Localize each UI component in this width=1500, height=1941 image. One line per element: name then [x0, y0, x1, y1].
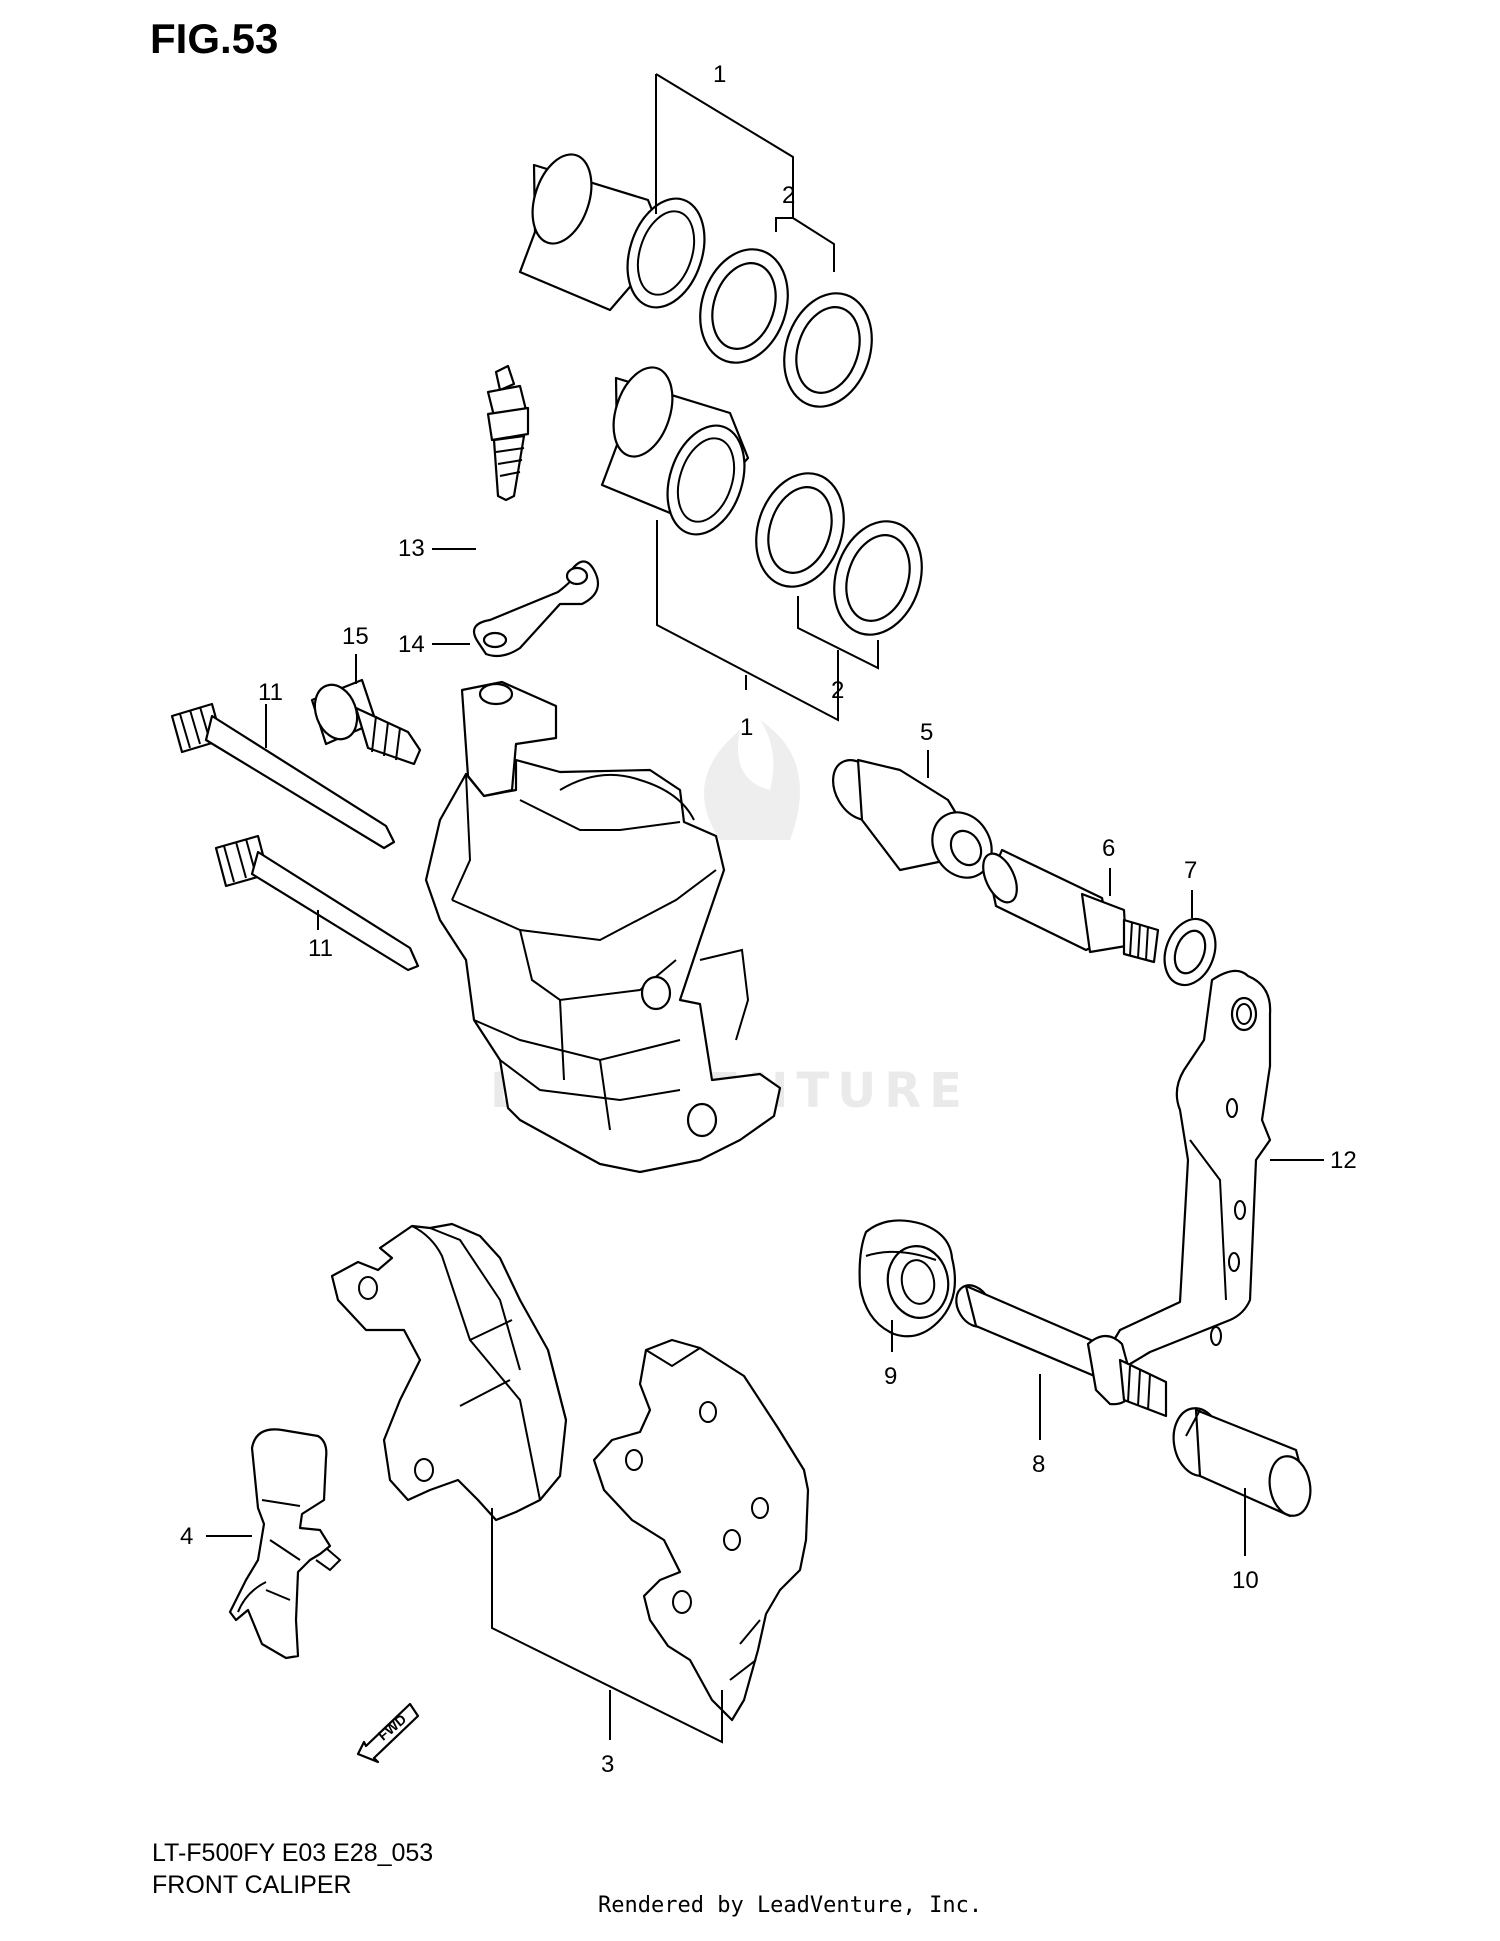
- bleeder-valve: [486, 364, 530, 502]
- caliper-bolt-15: [310, 678, 422, 766]
- callout-2-upper: 2: [782, 182, 795, 209]
- caliper-piston-upper: [518, 153, 706, 312]
- sleeve-5: [832, 758, 993, 879]
- piston-seal-upper-2: [783, 292, 873, 408]
- leader-3: [491, 1508, 723, 1744]
- model-code: LT-F500FY E03 E28_053: [152, 1839, 433, 1867]
- caliper-piston-lower: [600, 366, 750, 536]
- callout-14: 14: [398, 631, 425, 658]
- piston-seal-lower-1: [755, 472, 845, 588]
- callout-1-lower: 1: [740, 714, 753, 741]
- callout-3: 3: [601, 1751, 614, 1778]
- brake-pad-right: [592, 1338, 810, 1722]
- slide-pin-lower: [214, 834, 420, 972]
- callout-7: 7: [1184, 857, 1197, 884]
- diagram-caption: FRONT CALIPER: [152, 1871, 352, 1899]
- leader-lines-1-2: [655, 73, 879, 722]
- callout-15: 15: [342, 623, 369, 650]
- callout-5: 5: [920, 719, 933, 746]
- figure-title: FIG.53: [150, 15, 278, 62]
- callout-11-lower: 11: [308, 935, 333, 962]
- render-credit: Rendered by LeadVenture, Inc.: [598, 1893, 982, 1918]
- washer-7: [1163, 917, 1217, 987]
- callout-12: 12: [1330, 1147, 1357, 1174]
- pad-spring-4: [228, 1428, 342, 1660]
- brake-pad-left: [330, 1222, 568, 1522]
- bracket-pin-8: [955, 1284, 1168, 1418]
- callout-2-lower: 2: [831, 677, 844, 704]
- callout-10: 10: [1232, 1567, 1259, 1594]
- piston-seal-upper-1: [699, 248, 789, 364]
- caliper-bolt-6: [982, 848, 1160, 964]
- callout-9: 9: [884, 1363, 897, 1390]
- callout-11-upper: 11: [258, 679, 283, 706]
- callout-1-upper: 1: [713, 61, 726, 88]
- fwd-direction-arrow: FWD: [356, 1702, 420, 1764]
- bleeder-cap: [472, 560, 600, 658]
- sleeve-10: [1172, 1407, 1312, 1518]
- callout-8: 8: [1032, 1451, 1045, 1478]
- boot-9: [858, 1219, 956, 1338]
- piston-seal-lower-2: [833, 520, 923, 636]
- slide-pin-upper: [170, 702, 396, 850]
- caliper-body: [424, 680, 782, 1174]
- callout-13: 13: [398, 535, 425, 562]
- callout-6: 6: [1102, 835, 1115, 862]
- caliper-bracket-12: [1106, 969, 1272, 1372]
- callout-4: 4: [180, 1523, 193, 1550]
